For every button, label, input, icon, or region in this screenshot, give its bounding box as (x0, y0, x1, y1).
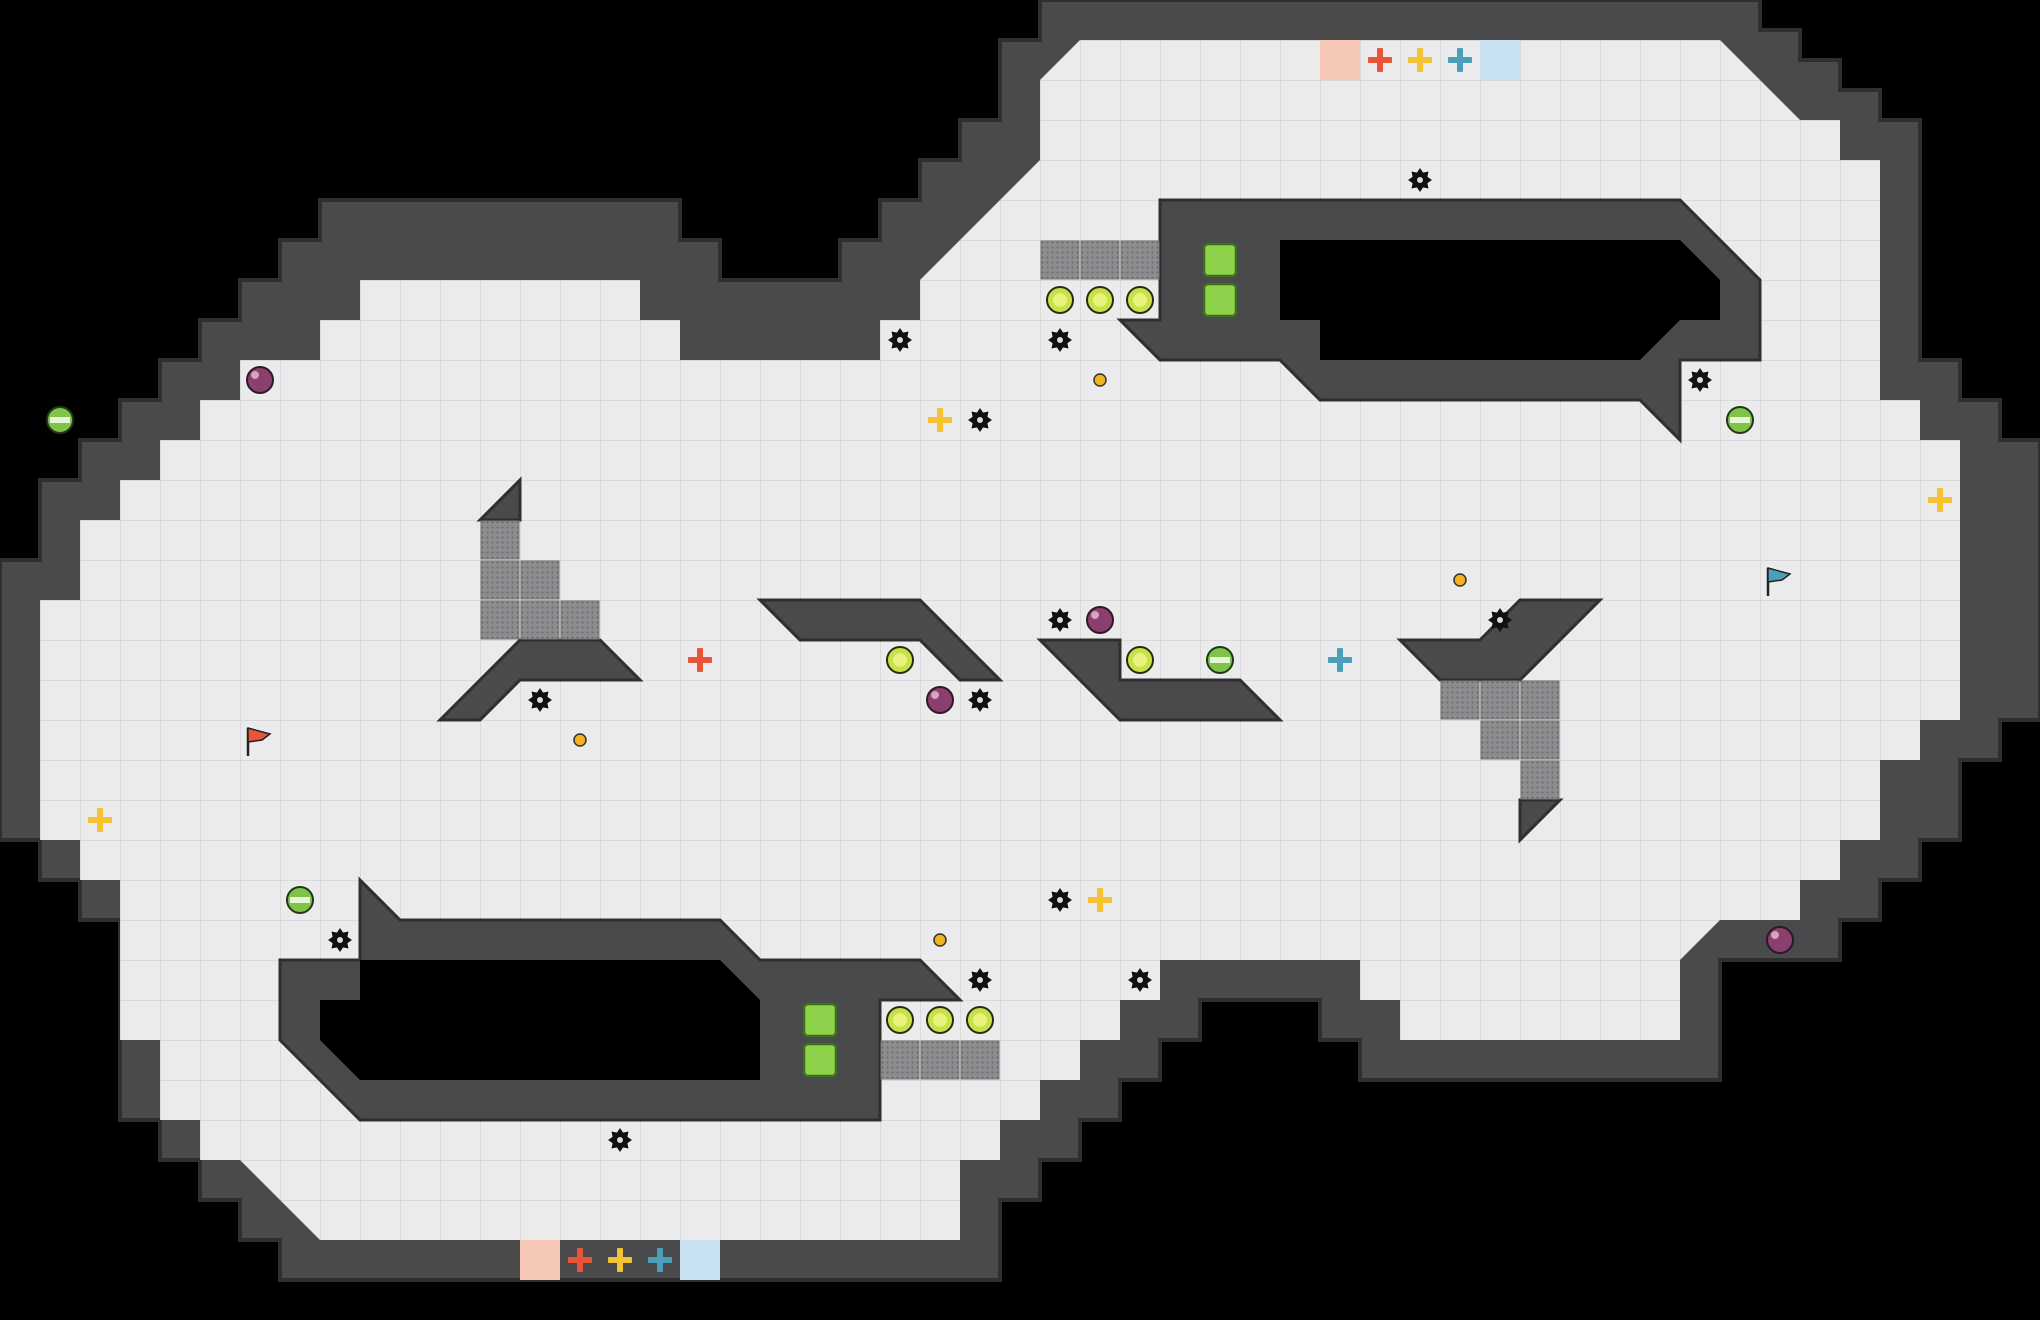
portal-pad (802, 1042, 838, 1078)
gate-tile (480, 520, 520, 560)
spike-icon (528, 688, 552, 712)
gate-tile (1520, 680, 1560, 720)
red-spawn-icon (1368, 48, 1392, 72)
spike-icon (888, 328, 912, 352)
spike-icon (968, 688, 992, 712)
boost-icon (1086, 286, 1114, 314)
spike-icon (1688, 368, 1712, 392)
orb-icon (1093, 373, 1107, 387)
spike-icon (328, 928, 352, 952)
wedge-2 (1518, 798, 1564, 844)
spawn-red-tile (520, 1240, 560, 1280)
gate-tile (520, 600, 560, 640)
gate-tile (1080, 240, 1120, 280)
slab-mid-2 (1036, 638, 1284, 722)
orb-icon (573, 733, 587, 747)
boost-icon (966, 1006, 994, 1034)
tagpro-icon (286, 886, 314, 914)
void-bottom (320, 960, 760, 1080)
spike-icon (608, 1128, 632, 1152)
orb-icon (933, 933, 947, 947)
orb-icon (1453, 573, 1467, 587)
gate-tile (920, 1040, 960, 1080)
red-flag-icon (246, 727, 272, 756)
slab-right (1396, 598, 1604, 682)
spawn-blue-tile (1480, 40, 1520, 80)
boost-icon (886, 1006, 914, 1034)
jukejuice-icon (1088, 888, 1112, 912)
portal-pad (802, 1002, 838, 1038)
bomb-icon (1766, 926, 1794, 954)
spike-icon (1128, 968, 1152, 992)
boost-icon (886, 646, 914, 674)
blue-spawn-icon (1448, 48, 1472, 72)
spawn-blue-tile (680, 1240, 720, 1280)
gate-tile (1040, 240, 1080, 280)
spike-icon (1048, 328, 1072, 352)
boost-icon (1126, 286, 1154, 314)
slab-mid-1 (756, 598, 1004, 682)
bomb-icon (926, 686, 954, 714)
rolling-bomb-icon (688, 648, 712, 672)
void-top (1280, 240, 1720, 360)
spike-icon (968, 408, 992, 432)
spike-icon (1048, 608, 1072, 632)
gate-tile (560, 600, 600, 640)
boost-icon (1046, 286, 1074, 314)
boost-icon (926, 1006, 954, 1034)
gate-tile (1480, 720, 1520, 760)
yellow-spawn-icon (1408, 48, 1432, 72)
boost-icon (1126, 646, 1154, 674)
gate-tile (960, 1040, 1000, 1080)
gate-tile (880, 1040, 920, 1080)
portal-pad (1202, 242, 1238, 278)
gate-tile (520, 560, 560, 600)
gate-tile (1520, 760, 1560, 800)
jukejuice-icon (88, 808, 112, 832)
portal-pad (1202, 282, 1238, 318)
bomb-icon (246, 366, 274, 394)
red-spawn-icon (568, 1248, 592, 1272)
bomb-icon (1086, 606, 1114, 634)
gate-tile (480, 560, 520, 600)
gate-tile (1480, 680, 1520, 720)
wedge-1 (476, 476, 522, 522)
tagpro-icon (1206, 646, 1234, 674)
tagpro-icon (46, 406, 74, 434)
gate-tile (1520, 720, 1560, 760)
rolling-bomb-icon (1328, 648, 1352, 672)
spike-icon (1048, 888, 1072, 912)
gate-tile (1440, 680, 1480, 720)
jukejuice-icon (1928, 488, 1952, 512)
spike-icon (1408, 168, 1432, 192)
spike-icon (1488, 608, 1512, 632)
jukejuice-icon (928, 408, 952, 432)
blue-flag-icon (1766, 567, 1792, 596)
blue-spawn-icon (648, 1248, 672, 1272)
tagpro-icon (1726, 406, 1754, 434)
gate-tile (1120, 240, 1160, 280)
spawn-red-tile (1320, 40, 1360, 80)
gate-tile (480, 600, 520, 640)
slab-left (436, 638, 644, 722)
spike-icon (968, 968, 992, 992)
yellow-spawn-icon (608, 1248, 632, 1272)
